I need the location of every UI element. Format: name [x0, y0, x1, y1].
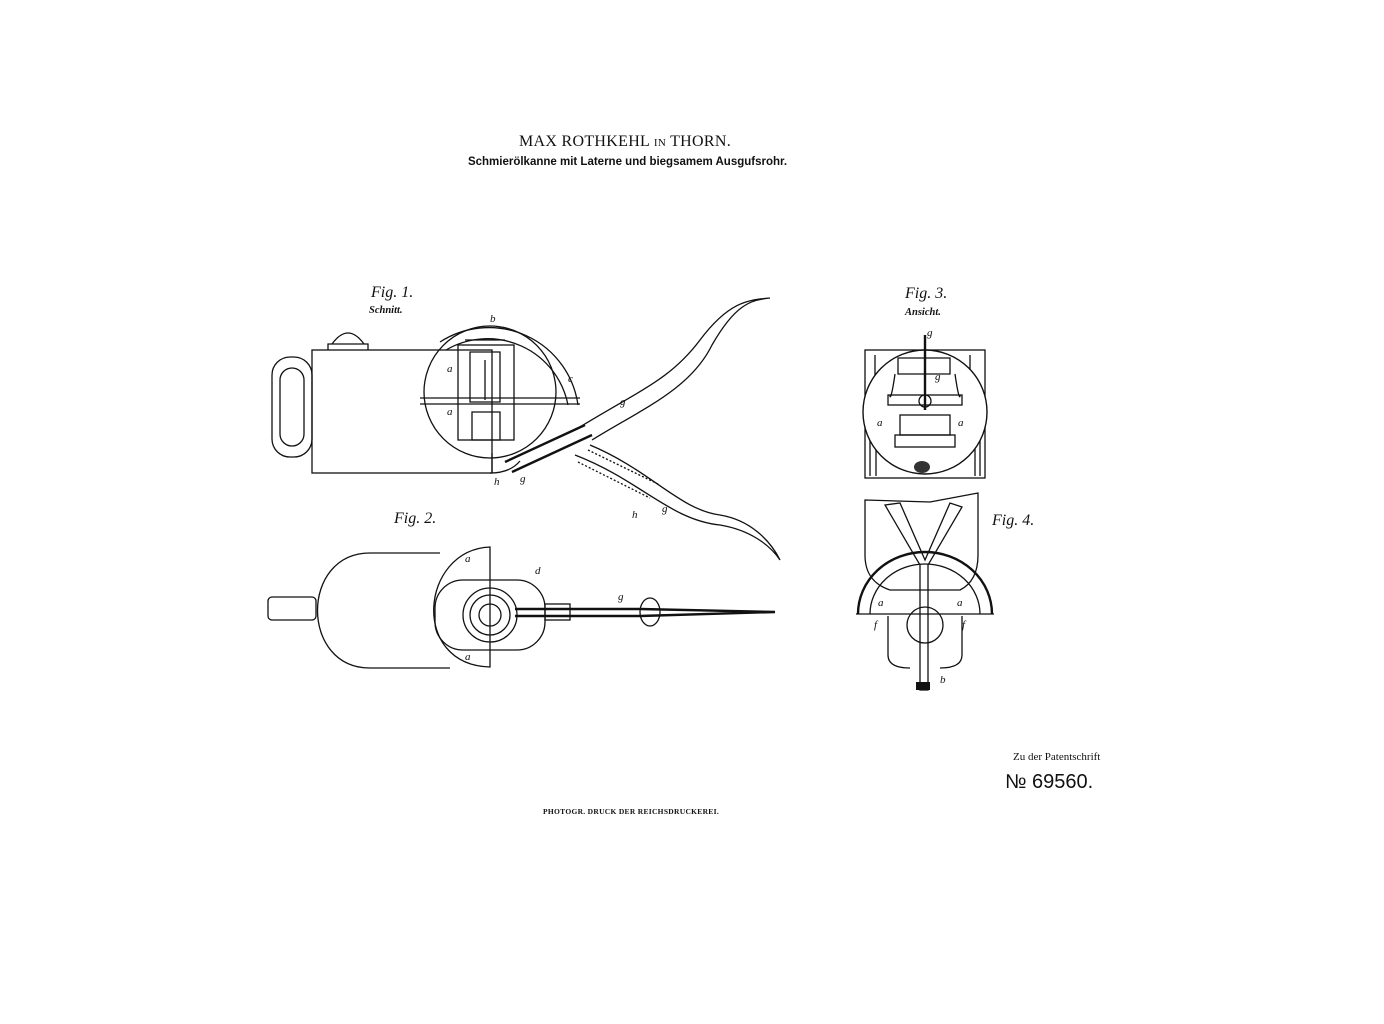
fig-2-drawing: a a g d — [267, 546, 776, 669]
printer-imprint: PHOTOGR. DRUCK DER REICHSDRUCKEREI. — [543, 807, 720, 816]
svg-text:f: f — [962, 619, 967, 631]
svg-text:d: d — [535, 565, 541, 577]
svg-text:h: h — [494, 476, 500, 488]
svg-text:a: a — [957, 597, 963, 609]
svg-text:a: a — [465, 651, 471, 663]
svg-text:b: b — [940, 674, 946, 686]
svg-text:a: a — [447, 363, 453, 375]
fig-1-label: Fig. 1. — [371, 284, 414, 301]
fig-4-drawing: a a f f b — [856, 492, 994, 691]
svg-text:g: g — [935, 371, 941, 383]
patent-subtitle: Schmierölkanne mit Laterne und biegsamem… — [467, 156, 788, 168]
fig-1-drawing: a a b c g g h h g — [271, 297, 781, 561]
svg-text:g: g — [618, 591, 624, 603]
svg-text:g: g — [662, 503, 668, 515]
patent-reference-label: Zu der Patentschrift — [1013, 751, 1101, 763]
svg-text:a: a — [447, 406, 453, 418]
svg-text:b: b — [490, 313, 496, 325]
patent-title: MAX ROTHKEHL IN THORN. — [0, 133, 1250, 151]
fig-4-label: Fig. 4. — [992, 512, 1035, 529]
svg-text:a: a — [878, 597, 884, 609]
svg-text:h: h — [632, 509, 638, 521]
fig-3-drawing: a a g g — [862, 327, 988, 479]
svg-text:a: a — [877, 417, 883, 429]
svg-text:g: g — [927, 327, 933, 339]
svg-text:c: c — [568, 373, 573, 385]
title-in: IN — [653, 137, 667, 149]
svg-text:g: g — [620, 396, 626, 408]
inventor-place: THORN. — [670, 133, 732, 150]
svg-text:g: g — [520, 473, 526, 485]
svg-text:a: a — [958, 417, 964, 429]
fig-3-caption: Ansicht. — [905, 307, 941, 318]
patent-number: № 69560. — [1005, 771, 1094, 793]
fig-3-label: Fig. 3. — [905, 285, 948, 302]
inventor-name: MAX ROTHKEHL — [518, 133, 650, 150]
fig-1-caption: Schnitt. — [369, 305, 403, 316]
fig-2-label: Fig. 2. — [394, 510, 437, 527]
svg-text:f: f — [874, 619, 879, 631]
svg-text:a: a — [465, 553, 471, 565]
